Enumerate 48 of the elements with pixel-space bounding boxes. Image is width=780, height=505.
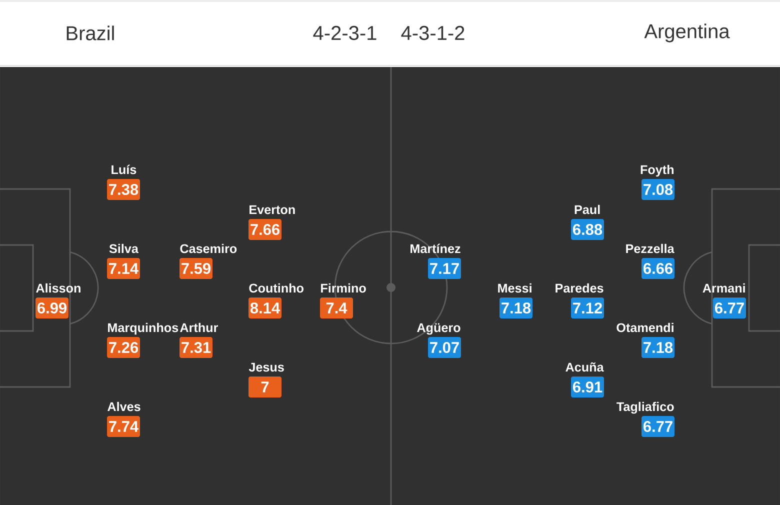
player-name: Everton: [250, 205, 295, 214]
player-name: Arthur: [180, 322, 218, 332]
formation-label: 4-3-1-2: [401, 26, 464, 40]
rating-badge: 7.66: [248, 219, 282, 240]
rating-badge: 6.99: [36, 298, 68, 318]
team-name: Argentina: [644, 24, 730, 42]
rating-badge: 6.66: [642, 258, 674, 279]
player-name: Pezzella: [626, 244, 674, 254]
player-name: Agüero: [417, 323, 460, 335]
player-name: Silva: [109, 244, 138, 254]
player-name: Messi: [498, 283, 532, 293]
player-name: Alisson: [36, 283, 80, 293]
rating-badge: 6.88: [571, 219, 604, 240]
player-name: Paredes: [556, 283, 604, 293]
player-name: Alves: [108, 402, 140, 412]
team-name: Brazil: [66, 26, 114, 40]
player-name: Tagliafico: [616, 402, 674, 414]
rating-badge: 7.12: [571, 298, 604, 318]
rating-badge: 6.91: [571, 376, 604, 398]
rating-badge: 7.26: [107, 337, 140, 358]
player-name: Acuña: [566, 362, 604, 372]
rating-badge: 6.77: [713, 298, 746, 318]
rating-badge: 7.4: [320, 298, 353, 318]
rating-badge: 7: [248, 376, 282, 398]
player-name: Firmino: [321, 283, 366, 293]
player-name: Paul: [574, 204, 600, 214]
player-name: Armani: [702, 283, 745, 293]
rating-badge: 7.59: [180, 258, 212, 279]
rating-badge: 7.18: [500, 298, 532, 318]
formation-label: 4-2-3-1: [313, 26, 376, 40]
rating-badge: 7.31: [180, 337, 212, 358]
rating-badge: 6.77: [642, 416, 674, 437]
rating-badge: 7.08: [642, 179, 674, 200]
player-name: Coutinho: [249, 283, 304, 293]
rating-badge: 7.18: [642, 337, 674, 358]
rating-badge: 7.14: [107, 258, 140, 279]
player-name: Otamendi: [616, 322, 674, 332]
rating-badge: 7.74: [107, 416, 140, 437]
rating-badge: 7.07: [428, 337, 461, 358]
rating-badge: 8.14: [248, 298, 282, 318]
player-name: Foyth: [640, 164, 674, 177]
player-name: Casemiro: [180, 244, 237, 254]
rating-badge: 7.17: [428, 258, 461, 279]
rating-badge: 7.38: [107, 179, 140, 200]
player-name: Martínez: [410, 244, 460, 254]
player-name: Jesus: [248, 362, 284, 372]
player-name: Marquinhos: [108, 322, 178, 335]
player-name: Luís: [112, 164, 136, 174]
